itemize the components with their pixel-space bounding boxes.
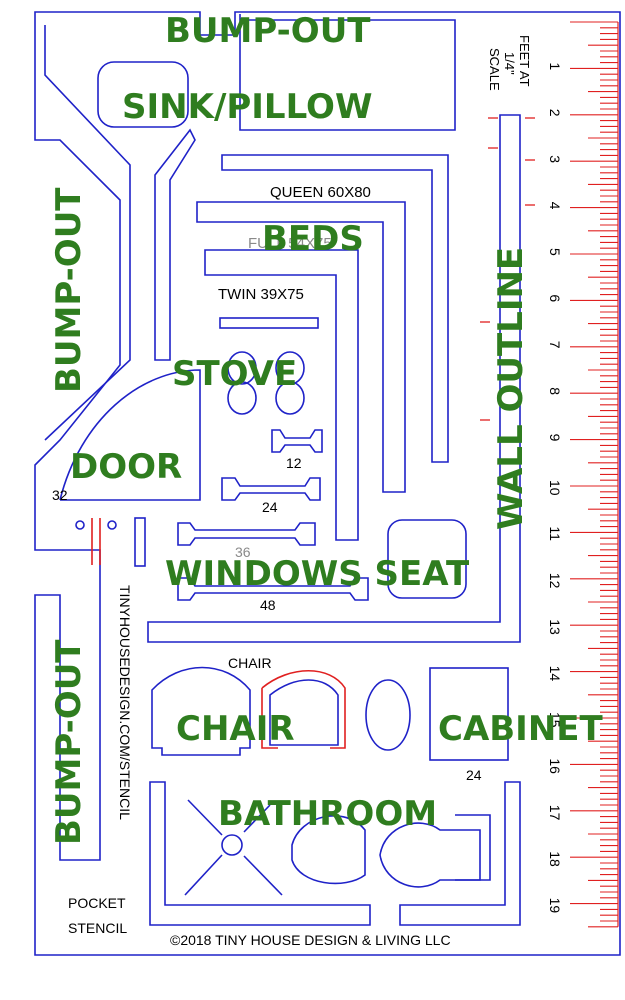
chair-guide-inner [269, 679, 339, 746]
stencil-outline [34, 11, 621, 956]
door-label: DOOR [70, 447, 182, 487]
windows-seat-label: WINDOWS SEAT [165, 554, 470, 594]
window-48-label: 48 [260, 597, 276, 613]
stencil-label: STENCIL [68, 920, 127, 936]
shower-drain-icon [221, 834, 243, 856]
queen-bed-label: QUEEN 60X80 [270, 184, 371, 201]
sink-bath-cutout [379, 822, 481, 888]
cabinet-width-label: 24 [466, 767, 482, 783]
window-24-cutout [221, 477, 321, 501]
window-36-label: 36 [235, 544, 251, 560]
sink-strip [154, 128, 196, 361]
bathroom-frame-right [399, 781, 521, 926]
ruler-number: 3 [547, 155, 563, 163]
window-36-cutout [177, 522, 316, 546]
ruler-number: 7 [547, 341, 563, 349]
ruler-number: 10 [547, 480, 563, 496]
window-48-cutout [177, 577, 369, 601]
shower-blade [187, 799, 223, 836]
chair-label: CHAIR [176, 709, 295, 749]
ruler-number: 17 [547, 805, 563, 821]
wall-outline-label: WALL OUTLINE [491, 247, 531, 530]
full-bed-outline [196, 201, 406, 493]
shower-blade [184, 854, 223, 896]
twin-bed-outline [204, 249, 359, 541]
door-width-label: 32 [52, 487, 68, 503]
door-slot [134, 517, 146, 567]
window-12-cutout [271, 429, 323, 453]
ruler-number: 11 [547, 526, 563, 541]
ruler-number: 1 [547, 62, 563, 70]
ruler-number: 16 [547, 758, 563, 774]
bumpout-top-label: BUMP-OUT [165, 11, 371, 51]
bathroom-frame [149, 781, 371, 926]
cabinet-label: CABINET [438, 709, 604, 749]
window-24-label: 24 [262, 499, 278, 515]
vanity-cutout [455, 814, 491, 881]
sink-pillow-label: SINK/PILLOW [122, 87, 372, 127]
ruler-number: 14 [547, 666, 563, 682]
ruler-number: 18 [547, 851, 563, 867]
burner-icon [275, 381, 305, 415]
ruler-number: 12 [547, 573, 563, 589]
bathroom-label: BATHROOM [218, 794, 437, 834]
pocket-label: POCKET [68, 895, 126, 911]
shower-blade [243, 804, 271, 833]
copyright-label: ©2018 TINY HOUSE DESIGN & LIVING LLC [170, 932, 451, 948]
queen-bed-outline [221, 154, 449, 463]
ruler-number: 4 [547, 202, 563, 210]
windows-seat-cutout [387, 519, 467, 599]
bumpout-top-cutout [239, 14, 456, 131]
chair-guide [261, 670, 346, 749]
bumpout-bottom-label: BUMP-OUT [49, 639, 89, 845]
stove-label: STOVE [172, 354, 297, 394]
scale-caption-2: 1/4" [502, 52, 517, 75]
stove-bar [219, 317, 319, 329]
bumpout-left-wall [44, 25, 131, 441]
door-hinge-icon [75, 520, 85, 530]
ruler-number: 8 [547, 387, 563, 395]
burner-icon [275, 351, 305, 385]
chair-cutout [151, 666, 251, 756]
ruler-number: 15 [547, 712, 563, 728]
scale-caption-3: SCALE [487, 48, 502, 91]
chair-oval-cutout [365, 679, 411, 751]
bumpout-left-label: BUMP-OUT [49, 187, 89, 393]
ruler-number: 19 [547, 898, 563, 914]
sink-cutout [97, 61, 189, 128]
beds-label: BEDS [262, 219, 364, 259]
scale-caption-1: FEET AT [517, 35, 532, 87]
ruler-number: 6 [547, 294, 563, 302]
door-swing [59, 369, 201, 501]
red-guide-marks [480, 117, 535, 421]
burner-icon [227, 351, 257, 385]
twin-bed-label: TWIN 39X75 [218, 286, 304, 303]
ruler-number: 5 [547, 248, 563, 256]
ruler-number: 13 [547, 619, 563, 635]
door-hinge-icon [107, 520, 117, 530]
cabinet-cutout [429, 667, 509, 761]
ruler-number: 2 [547, 109, 563, 117]
burner-icon [227, 381, 257, 415]
ruler-number: 9 [547, 434, 563, 442]
toilet-cutout [291, 815, 366, 885]
wall-outline-cutout [147, 114, 521, 643]
full-bed-label: FULL 54X75 [248, 235, 332, 252]
chair-small-label: CHAIR [228, 655, 272, 671]
shower-blade [243, 855, 283, 896]
window-12-label: 12 [286, 455, 302, 471]
website-label: TINYHOUSEDESIGN.COM/STENCIL [117, 585, 133, 820]
